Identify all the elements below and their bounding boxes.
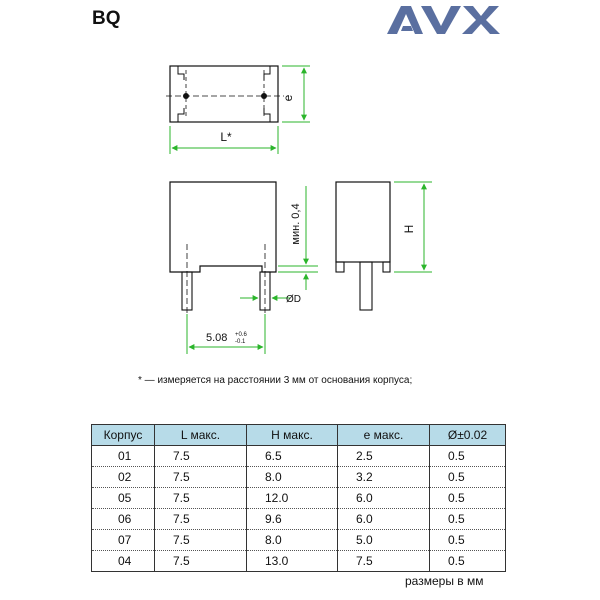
table-cell: 04 [91,550,155,572]
dim-pitch-tol-upper: +0.6 [235,332,248,338]
table-header-cell: L макс. [154,424,247,446]
table-cell: 7.5 [154,487,247,509]
table-cell: 13.0 [246,550,338,572]
table-cell: 7.5 [154,550,247,572]
component-drawing: e L* мин. 0,4 ØD 5.08 +0.6 -0.1 H [166,65,432,354]
table-cell: 7.5 [337,550,430,572]
dim-h-label: H [402,225,416,234]
table-row: 05 7.5 12.0 6.0 0.5 [91,487,506,509]
table-cell: 7.5 [154,445,247,467]
table-row: 06 7.5 9.6 6.0 0.5 [91,508,506,530]
table-row: 07 7.5 8.0 5.0 0.5 [91,529,506,551]
table-cell: 7.5 [154,508,247,530]
top-view [166,65,310,154]
page-title: BQ [92,8,121,29]
table-cell: 7.5 [154,466,247,488]
table-cell: 02 [91,466,155,488]
table-cell: 0.5 [429,487,506,509]
table-header-cell: Корпус [91,424,155,446]
units-footnote: размеры в мм [405,574,484,588]
table-cell: 5.0 [337,529,430,551]
table-row: 01 7.5 6.5 2.5 0.5 [91,445,506,467]
table-header-cell: Ø±0.02 [429,424,506,446]
table-cell: 0.5 [429,445,506,467]
table-header-cell: H макс. [246,424,338,446]
table-cell: 12.0 [246,487,338,509]
table-cell: 9.6 [246,508,338,530]
table-cell: 06 [91,508,155,530]
table-header-row: Корпус L макс. H макс. e макс. Ø±0.02 [91,424,506,446]
avx-logo [387,6,500,34]
table-cell: 7.5 [154,529,247,551]
table-row: 02 7.5 8.0 3.2 0.5 [91,466,506,488]
dim-pitch-tol-lower: -0.1 [235,339,246,345]
dim-min04-label: мин. 0,4 [290,203,302,244]
table-cell: 0.5 [429,466,506,488]
table-cell: 05 [91,487,155,509]
table-cell: 0.5 [429,550,506,572]
table-cell: 6.0 [337,508,430,530]
table-cell: 8.0 [246,529,338,551]
dim-pitch-label: 5.08 [206,332,227,344]
table-cell: 07 [91,529,155,551]
table-cell: 0.5 [429,508,506,530]
table-cell: 0.5 [429,529,506,551]
front-view [169,181,318,354]
dim-e-label: e [281,94,295,101]
dim-diam-label: ØD [286,294,301,305]
table-header-cell: e макс. [337,424,430,446]
table-row: 04 7.5 13.0 7.5 0.5 [91,550,506,572]
dimensions-table: Корпус L макс. H макс. e макс. Ø±0.02 01… [91,424,506,572]
side-view [335,181,432,311]
dim-l-label: L* [220,130,232,144]
table-cell: 2.5 [337,445,430,467]
measurement-note: * — измеряется на расстоянии 3 мм от осн… [138,375,413,386]
table-cell: 01 [91,445,155,467]
table-cell: 8.0 [246,466,338,488]
table-cell: 3.2 [337,466,430,488]
table-cell: 6.5 [246,445,338,467]
table-cell: 6.0 [337,487,430,509]
